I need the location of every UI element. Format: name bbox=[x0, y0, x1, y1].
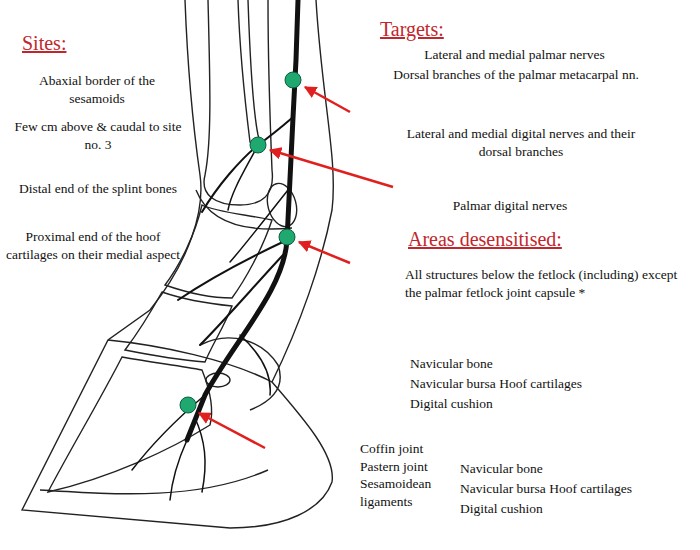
sole bbox=[40, 470, 268, 494]
digital-branch bbox=[195, 418, 205, 492]
section-heading: Areas desensitised: bbox=[408, 226, 562, 252]
block-site bbox=[279, 229, 295, 245]
digital-branch bbox=[178, 240, 287, 300]
section-heading: Sites: bbox=[22, 30, 66, 56]
digital-branch bbox=[170, 440, 187, 500]
site-text: Few cm above & caudal to site no. 3 bbox=[12, 118, 184, 153]
pointer-arrow bbox=[299, 242, 350, 263]
pointer-arrow bbox=[305, 87, 350, 112]
pointer-arrow bbox=[270, 150, 393, 187]
block-site bbox=[285, 72, 301, 88]
coffin-bone bbox=[48, 357, 212, 492]
digital-branch bbox=[240, 335, 270, 395]
target-text: Lateral and medial palmar nerves bbox=[392, 46, 637, 64]
sesamoid bbox=[263, 180, 301, 230]
area-text: All structures below the fetlock (includ… bbox=[405, 266, 693, 301]
pointer-arrow bbox=[199, 413, 265, 448]
area-text: Digital cushion bbox=[410, 395, 640, 413]
block-site bbox=[250, 137, 266, 153]
cannon-bone bbox=[204, 0, 272, 205]
dorsal-branch bbox=[202, 118, 292, 212]
area-text: Navicular bone bbox=[410, 355, 640, 373]
fetlock-capsule bbox=[196, 190, 292, 229]
site-text: Proximal end of the hoof cartilages on t… bbox=[6, 228, 180, 263]
section-heading: Targets: bbox=[380, 16, 444, 42]
area-text: Navicular bone bbox=[460, 460, 690, 478]
digital-branch bbox=[132, 395, 205, 470]
area-text: Navicular bursa Hoof cartilages bbox=[460, 480, 690, 498]
area-text: Coffin joint Pastern joint Sesamoidean l… bbox=[360, 440, 456, 510]
site-text: Distal end of the splint bones bbox=[12, 180, 184, 198]
target-text: Lateral and medial digital nerves and th… bbox=[395, 125, 647, 160]
palmar-nerve bbox=[187, 0, 298, 440]
area-text: Digital cushion bbox=[460, 500, 690, 518]
target-text: Palmar digital nerves bbox=[400, 197, 620, 215]
digital-branch bbox=[200, 255, 283, 345]
area-text: Navicular bursa Hoof cartilages bbox=[410, 375, 640, 393]
block-site bbox=[180, 397, 196, 413]
target-text: Dorsal branches of the palmar metacarpal… bbox=[385, 66, 647, 84]
site-text: Abaxial border of the sesamoids bbox=[12, 72, 182, 107]
dorsal-branch bbox=[228, 145, 258, 210]
splint-bone bbox=[238, 0, 259, 146]
digital-branch bbox=[230, 190, 288, 262]
